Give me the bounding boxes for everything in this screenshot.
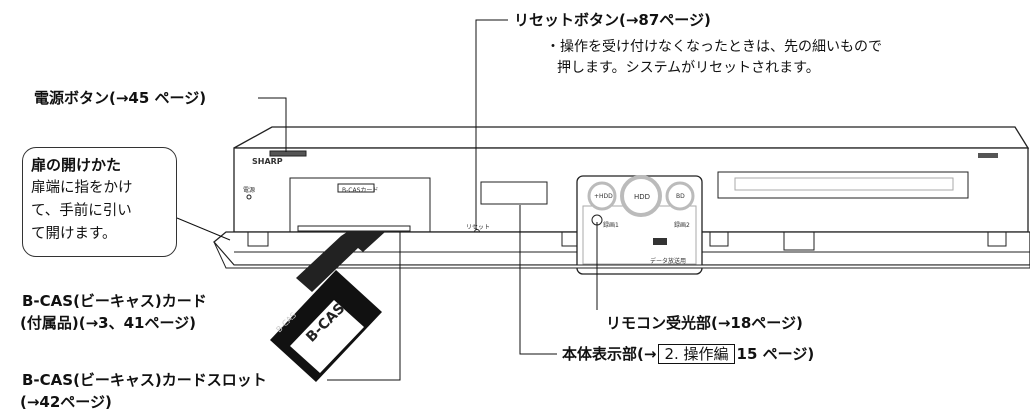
reset-mark: リセット: [466, 224, 491, 231]
reset-note-line2: 押します。システムがリセットされます。: [557, 60, 820, 76]
power-button-shape: [269, 150, 307, 157]
display-label-prefix: 本体表示部(→: [562, 345, 657, 363]
rec1-label: 録画1: [603, 222, 619, 229]
display-leader: [519, 205, 557, 355]
card-sub-print: B-CAS: [274, 310, 299, 335]
hdd-label: HDD: [634, 193, 651, 201]
front-door: [213, 231, 1030, 266]
power-leader: [258, 97, 287, 152]
slot-label-line2: (→42ページ): [20, 393, 112, 411]
reset-button-label: リセットボタン(→87ページ): [514, 11, 711, 29]
right-top-button: [978, 153, 998, 158]
recorder-top: [233, 126, 1030, 149]
power-led: [246, 194, 252, 200]
remote-sensor: [591, 214, 603, 226]
recorder-base: [213, 241, 1030, 269]
front-display-window: [480, 181, 548, 205]
rec2-label: 録画2: [674, 222, 690, 229]
disc-tray: [717, 171, 969, 199]
card-label-line2: (付属品)(→3、41ページ): [20, 314, 197, 332]
door-tip-line1: 扉端に指をかけ: [31, 180, 133, 196]
card-label-line1: B-CAS(ビーキャス)カード: [22, 292, 207, 310]
reset-note-line1: ・操作を受け付けなくなったときは、先の細いもので: [546, 39, 882, 55]
brand-logo: SHARP: [252, 157, 283, 166]
power-button-label: 電源ボタン(→45 ページ): [34, 89, 207, 107]
power-mark: 電源: [243, 187, 256, 194]
card-print: B-CAS: [303, 300, 349, 346]
reset-leader: [475, 19, 508, 230]
remote-sensor-label: リモコン受光部(→18ページ): [606, 314, 803, 332]
display-label-suffix: 15 ページ): [736, 345, 815, 363]
door-tip-line2: て、手前に引い: [31, 203, 132, 219]
plus-hdd-label: +HDD: [594, 193, 613, 200]
display-label-box: 2. 操作編: [658, 344, 735, 364]
door-tip-title: 扉の開けかた: [31, 156, 122, 174]
data-broadcast-label: データ放送用: [650, 258, 687, 265]
door-tip-line3: て開けます。: [31, 226, 117, 242]
insert-arrow: [296, 232, 385, 292]
usb-port: [653, 238, 667, 245]
card-slot-label: B-CASカード: [342, 187, 379, 194]
door-tip-box: 扉の開けかた 扉端に指をかけ て、手前に引い て開けます。: [22, 147, 177, 257]
slot-label-line1: B-CAS(ビーキャス)カードスロット: [22, 371, 267, 389]
bd-label: BD: [676, 193, 685, 200]
door-leader: [176, 217, 231, 241]
